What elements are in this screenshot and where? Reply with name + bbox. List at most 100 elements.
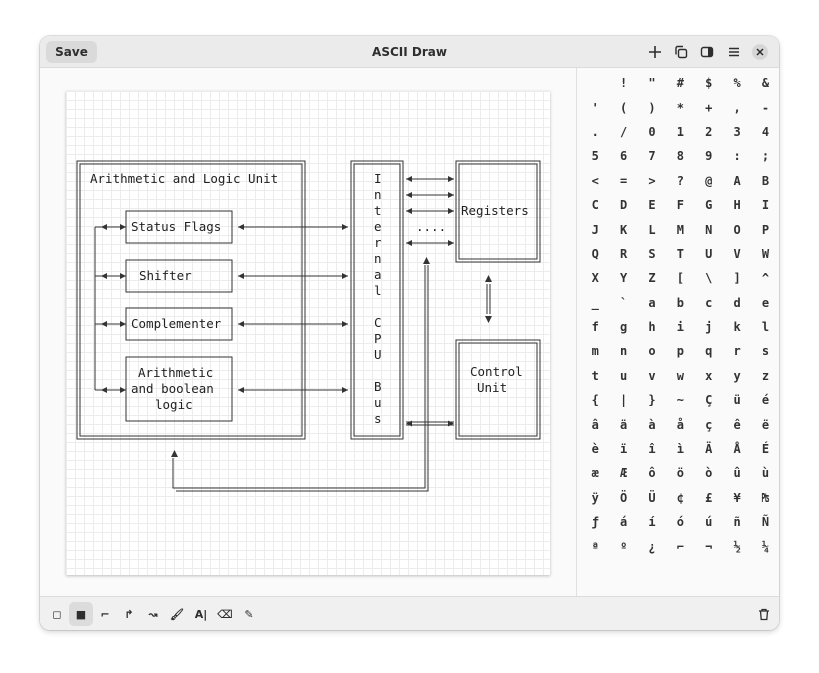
character-cell[interactable]: t bbox=[591, 368, 599, 383]
character-cell[interactable]: p bbox=[676, 344, 684, 359]
character-cell[interactable]: Å bbox=[733, 442, 741, 457]
text-tool-icon[interactable]: A| bbox=[194, 607, 208, 621]
character-cell[interactable]: I bbox=[761, 198, 770, 213]
character-cell[interactable]: 6 bbox=[619, 149, 628, 164]
character-cell[interactable]: ì bbox=[676, 442, 684, 457]
character-cell[interactable]: x bbox=[705, 368, 713, 383]
character-cell[interactable]: ü bbox=[733, 393, 741, 408]
character-cell[interactable]: . bbox=[591, 124, 599, 139]
character-cell[interactable]: < bbox=[591, 173, 599, 188]
character-cell[interactable]: F bbox=[676, 198, 684, 213]
character-cell[interactable]: l bbox=[761, 320, 770, 335]
character-cell[interactable] bbox=[581, 71, 609, 95]
character-cell[interactable]: ; bbox=[761, 149, 770, 164]
character-cell[interactable]: E bbox=[648, 198, 656, 213]
character-cell[interactable]: | bbox=[619, 393, 628, 408]
character-cell[interactable]: 9 bbox=[705, 149, 713, 164]
character-cell[interactable]: ê bbox=[733, 417, 741, 432]
character-cell[interactable]: c bbox=[705, 295, 713, 310]
character-cell[interactable]: @ bbox=[705, 173, 713, 188]
character-cell[interactable]: É bbox=[761, 442, 770, 457]
character-cell[interactable]: , bbox=[733, 100, 741, 115]
character-cell[interactable]: m bbox=[591, 344, 599, 359]
character-cell[interactable]: b bbox=[676, 295, 684, 310]
character-cell[interactable]: f bbox=[591, 320, 599, 335]
character-cell[interactable]: 3 bbox=[733, 124, 741, 139]
character-cell[interactable]: ¬ bbox=[705, 539, 713, 554]
character-cell[interactable]: D bbox=[619, 198, 628, 213]
character-cell[interactable]: & bbox=[761, 76, 770, 91]
character-cell[interactable]: á bbox=[619, 515, 628, 530]
character-cell[interactable]: ) bbox=[648, 100, 656, 115]
character-cell[interactable]: L bbox=[648, 222, 656, 237]
character-cell[interactable]: 1 bbox=[676, 124, 684, 139]
character-cell[interactable]: = bbox=[619, 173, 628, 188]
freehand-line-tool-icon[interactable]: ↝ bbox=[148, 607, 158, 621]
character-cell[interactable]: v bbox=[648, 368, 656, 383]
character-cell[interactable]: Ä bbox=[705, 442, 713, 457]
character-cell[interactable]: G bbox=[705, 198, 713, 213]
character-cell[interactable]: j bbox=[705, 320, 713, 335]
character-cell[interactable]: 8 bbox=[676, 149, 684, 164]
character-cell[interactable]: ò bbox=[705, 466, 713, 481]
character-cell[interactable]: ! bbox=[619, 76, 628, 91]
character-cell[interactable]: - bbox=[761, 100, 770, 115]
character-cell[interactable]: * bbox=[676, 100, 684, 115]
character-cell[interactable]: K bbox=[619, 222, 628, 237]
character-cell[interactable]: U bbox=[705, 246, 713, 261]
drawing-canvas[interactable]: Arithmetic and Logic Unit Status Flags S… bbox=[66, 91, 550, 575]
character-cell[interactable]: \ bbox=[705, 271, 713, 286]
character-cell[interactable]: C bbox=[591, 198, 599, 213]
character-cell[interactable]: æ bbox=[591, 466, 599, 481]
character-cell[interactable]: Y bbox=[619, 271, 628, 286]
add-icon[interactable] bbox=[644, 41, 666, 63]
character-cell[interactable]: Z bbox=[648, 271, 656, 286]
character-cell[interactable]: ^ bbox=[761, 271, 770, 286]
character-cell[interactable]: Q bbox=[591, 246, 599, 261]
character-cell[interactable]: u bbox=[619, 368, 628, 383]
character-cell[interactable]: R bbox=[619, 246, 628, 261]
character-cell[interactable]: k bbox=[733, 320, 741, 335]
character-cell[interactable]: o bbox=[648, 344, 656, 359]
character-cell[interactable]: a bbox=[648, 295, 656, 310]
character-cell[interactable]: P bbox=[761, 222, 770, 237]
character-cell[interactable]: % bbox=[733, 76, 741, 91]
character-cell[interactable]: â bbox=[591, 417, 599, 432]
character-cell[interactable]: ` bbox=[619, 295, 628, 310]
character-cell[interactable]: Ö bbox=[619, 490, 628, 505]
character-cell[interactable]: 4 bbox=[761, 124, 770, 139]
character-cell[interactable]: Ñ bbox=[761, 515, 770, 530]
character-cell[interactable]: J bbox=[591, 222, 599, 237]
character-cell[interactable]: h bbox=[648, 320, 656, 335]
character-cell[interactable]: B bbox=[761, 173, 770, 188]
character-cell[interactable]: î bbox=[648, 442, 656, 457]
trash-icon[interactable] bbox=[752, 602, 776, 626]
character-cell[interactable]: e bbox=[761, 295, 770, 310]
character-cell[interactable]: $ bbox=[705, 76, 713, 91]
character-cell[interactable]: ÿ bbox=[591, 490, 599, 505]
duplicate-icon[interactable] bbox=[670, 41, 692, 63]
character-cell[interactable]: n bbox=[619, 344, 628, 359]
arrow-tool-icon[interactable]: ↱ bbox=[124, 607, 134, 621]
character-cell[interactable]: S bbox=[648, 246, 656, 261]
character-cell[interactable]: w bbox=[676, 368, 684, 383]
character-cell[interactable]: ï bbox=[619, 442, 628, 457]
character-cell[interactable]: ~ bbox=[676, 393, 684, 408]
eraser-tool-icon[interactable]: ⌫ bbox=[217, 607, 233, 621]
rectangle-tool-icon[interactable]: ◻ bbox=[52, 607, 62, 621]
character-cell[interactable]: Ü bbox=[648, 490, 656, 505]
save-button[interactable]: Save bbox=[46, 41, 97, 63]
character-cell[interactable]: i bbox=[676, 320, 684, 335]
character-cell[interactable]: 7 bbox=[648, 149, 656, 164]
character-cell[interactable]: # bbox=[676, 76, 684, 91]
character-cell[interactable]: T bbox=[676, 246, 684, 261]
character-cell[interactable]: ' bbox=[591, 100, 599, 115]
character-cell[interactable]: 0 bbox=[648, 124, 656, 139]
character-cell[interactable]: ¥ bbox=[733, 490, 741, 505]
character-cell[interactable]: z bbox=[761, 368, 770, 383]
character-cell[interactable]: ? bbox=[676, 173, 684, 188]
brush-tool-icon[interactable]: 🖌 bbox=[170, 607, 184, 621]
character-cell[interactable]: Æ bbox=[619, 466, 628, 481]
filled-rectangle-tool-icon[interactable]: ■ bbox=[69, 602, 93, 626]
character-cell[interactable]: O bbox=[733, 222, 741, 237]
